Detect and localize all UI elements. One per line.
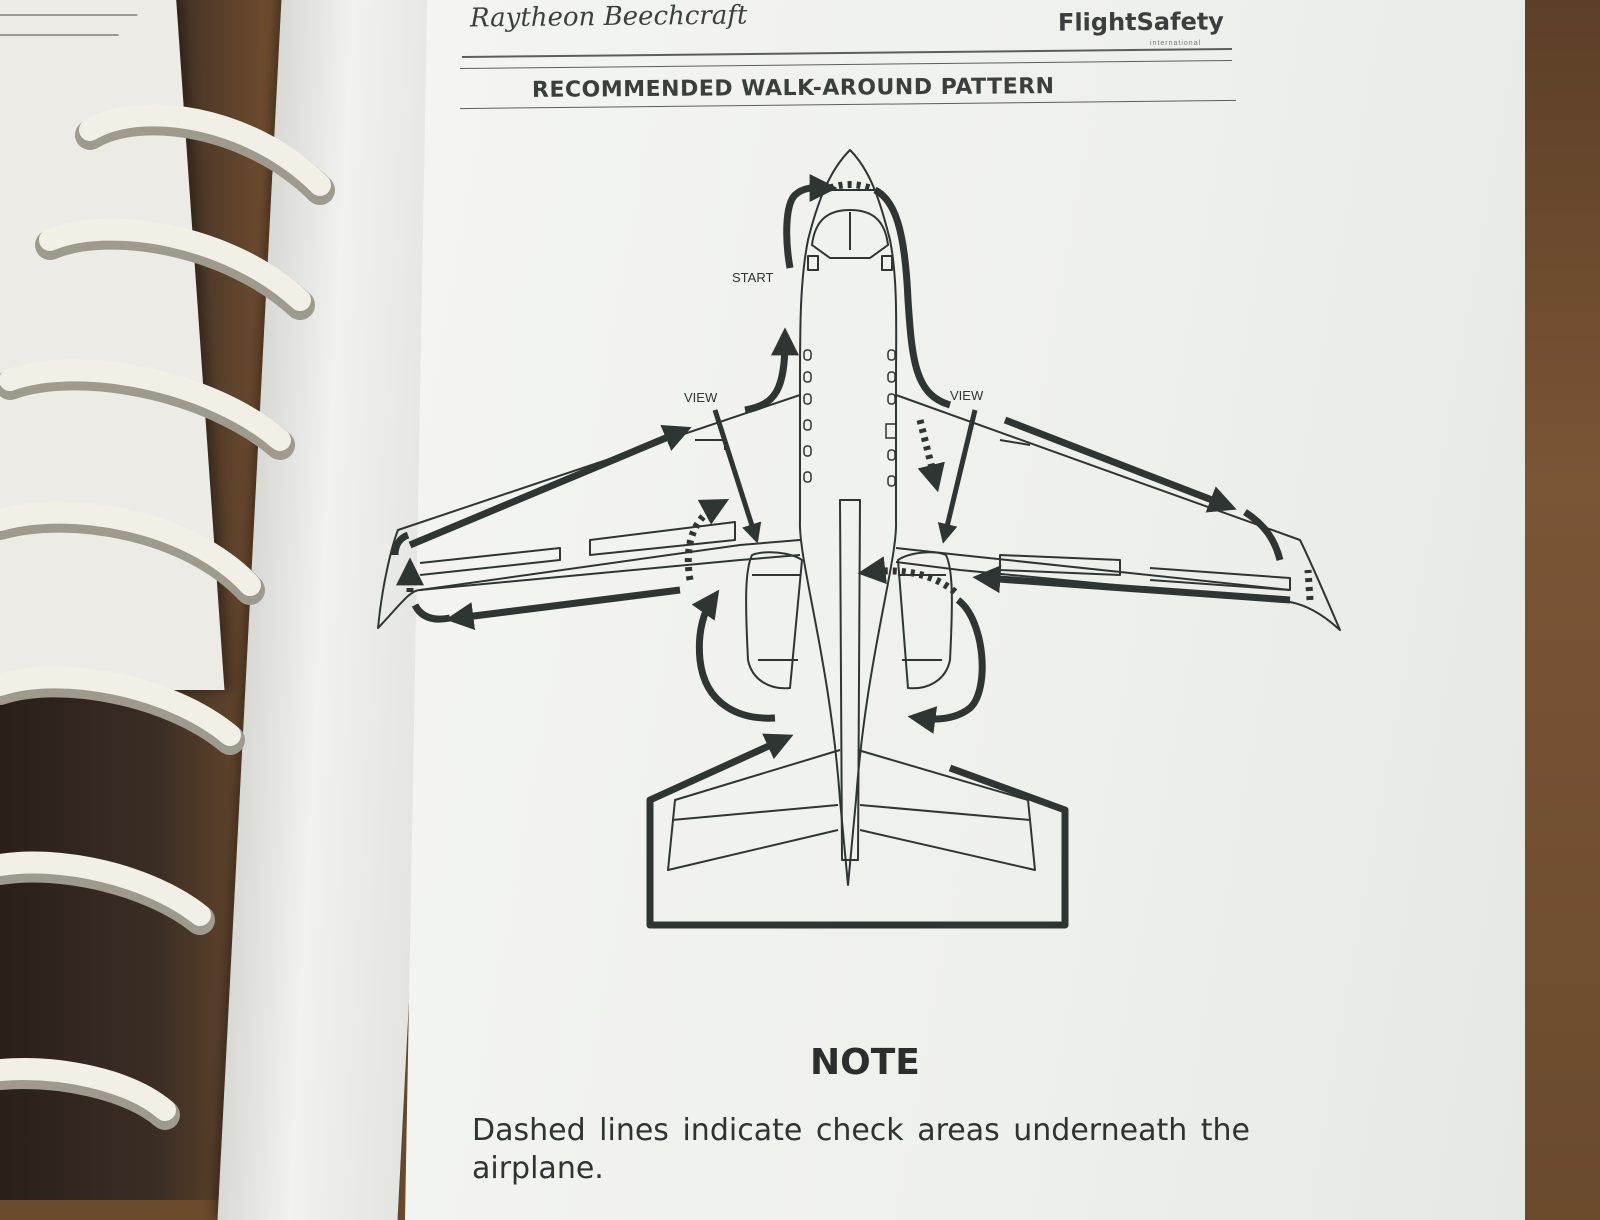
left-engine-nacelle [745, 551, 803, 690]
cabin-window [803, 371, 812, 383]
right-elevator [859, 804, 1031, 821]
note-title: NOTE [810, 1042, 920, 1083]
path-left-root-up [744, 327, 799, 414]
brand-logo-right-sub: international [1150, 40, 1202, 47]
right-flap [999, 554, 1121, 576]
walkaround-path [391, 173, 1291, 929]
start-label: START [732, 270, 773, 285]
view-arrow-left [712, 409, 762, 544]
path-start-to-nose [783, 173, 838, 269]
path-right-tip [1243, 509, 1284, 561]
left-elevator [671, 804, 839, 821]
view-label-right: VIEW [950, 388, 984, 403]
right-wing-inner-edge [895, 547, 1291, 591]
path-tail-to-left-engine [646, 764, 1069, 929]
cabin-window [887, 371, 896, 383]
cabin-window [887, 475, 896, 487]
dashed-right-tip [1304, 569, 1314, 601]
right-horizontal-stabilizer [857, 749, 1036, 871]
cabin-window [803, 349, 812, 361]
dashed-nose [828, 181, 872, 192]
cabin-window [887, 393, 896, 405]
cockpit-side-window [807, 255, 819, 271]
path-right-leading-edge [1003, 416, 1237, 513]
left-wing-inner-edge [419, 539, 801, 591]
airplane-outline [377, 149, 1341, 886]
note-text: Dashed lines indicate check areas undern… [472, 1113, 1250, 1186]
left-flap [589, 521, 736, 556]
path-nose-to-right-wing [873, 186, 952, 409]
view-label-left: VIEW [684, 390, 718, 405]
path-right-trailing-edge [972, 565, 1291, 604]
path-left-engine-loop [691, 589, 776, 722]
left-wing [377, 394, 801, 629]
path-left-stab [646, 733, 794, 830]
vertical-stabilizer [839, 499, 861, 861]
cabin-window [887, 449, 896, 461]
emergency-exit [885, 423, 897, 439]
left-aileron [419, 547, 561, 576]
cabin-window [887, 349, 896, 361]
cabin-window [803, 419, 812, 431]
underside-check-paths [396, 181, 1314, 601]
path-left-trailing-edge [445, 586, 681, 630]
path-right-engine-loop [907, 597, 986, 734]
cabin-window [803, 445, 812, 457]
left-wing-fence [695, 439, 726, 450]
right-aileron [1149, 567, 1291, 591]
left-horizontal-stabilizer [667, 749, 841, 871]
path-left-tip-top [391, 531, 410, 556]
cabin-window [803, 471, 812, 483]
view-arrows [712, 409, 978, 544]
dashed-right-fuselage [916, 419, 945, 493]
dashed-left-wheel-well [684, 499, 730, 581]
fuselage [798, 149, 898, 886]
right-wing-fence [999, 439, 1031, 446]
cabin-window [803, 393, 812, 405]
right-engine-nacelle [897, 551, 953, 690]
cockpit-windshield [811, 209, 889, 259]
path-left-tip-bottom [411, 603, 451, 623]
cockpit-side-window [881, 255, 893, 271]
view-arrow-right [937, 409, 978, 544]
fuselage-windows [803, 349, 897, 487]
right-wing [895, 394, 1341, 631]
path-left-leading-edge [408, 425, 692, 549]
